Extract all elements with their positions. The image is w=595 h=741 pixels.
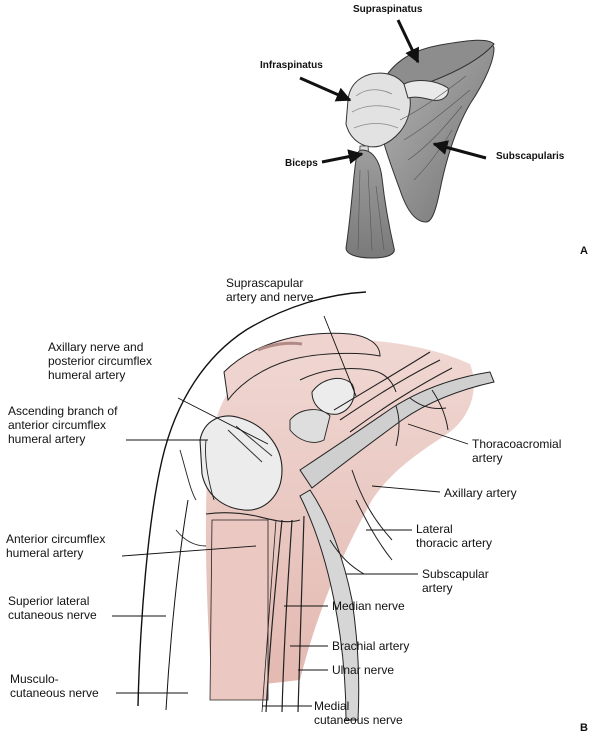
label-lateral-thoracic: Lateral thoracic artery [416,522,493,550]
panel-letter-a: A [580,245,588,257]
panel-a-illustration [299,19,495,259]
label-musculocutaneous: Musculo- cutaneous nerve [10,672,99,700]
label-biceps: Biceps [285,158,318,169]
label-subscapularis: Subscapularis [496,151,565,162]
humeral-head-b [199,415,283,511]
label-anterior-circumflex: Anterior circumflex humeral artery [6,532,106,560]
label-infraspinatus: Infraspinatus [260,60,323,71]
deltoid-muscle [205,340,474,690]
label-axillary-artery: Axillary artery [444,486,517,500]
axillary-artery [299,371,495,489]
label-suprascapular: Suprascapular artery and nerve [226,276,314,304]
label-subscapular: Subscapular artery [422,567,489,595]
label-superior-lateral: Superior lateral cutaneous nerve [8,594,97,622]
panel-b-illustration [112,291,495,721]
label-thoracoacromial: Thoracoacromial artery [472,437,562,465]
label-medial-cutaneous: Medial cutaneous nerve [314,699,403,727]
panel-letter-b: B [580,722,588,734]
label-axillary-nerve: Axillary nerve and posterior circumflex … [48,340,153,382]
label-supraspinatus: Supraspinatus [353,4,423,15]
biceps-muscle [345,149,395,259]
acromion-process [403,80,449,101]
label-ulnar-nerve: Ulnar nerve [332,663,395,677]
label-ascending-branch: Ascending branch of anterior circumflex … [8,404,118,446]
label-median-nerve: Median nerve [332,599,405,613]
label-brachial-artery: Brachial artery [332,639,410,653]
humeral-head [345,72,411,148]
